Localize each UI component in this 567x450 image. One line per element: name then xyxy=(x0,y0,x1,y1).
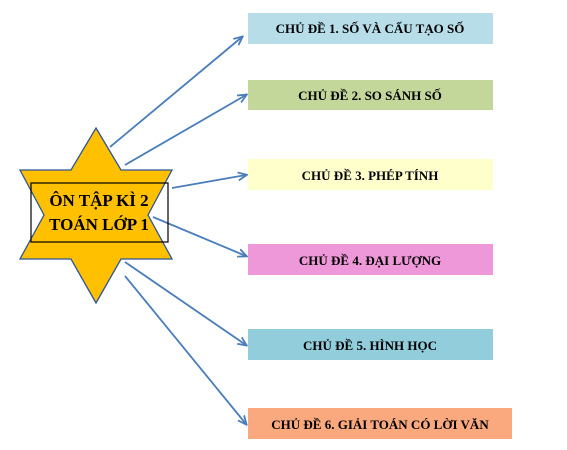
topic-4: CHỦ ĐỀ 4. ĐẠI LƯỢNG xyxy=(248,244,493,275)
center-title-line-1: ÔN TẬP KÌ 2 xyxy=(49,191,148,210)
topic-6-box xyxy=(248,408,512,439)
star-shape xyxy=(18,126,174,305)
topic-2: CHỦ ĐỀ 2. SO SÁNH SỐ xyxy=(248,80,493,110)
arrow-topic-1 xyxy=(109,37,242,148)
topic-2-label: CHỦ ĐỀ 2. SO SÁNH SỐ xyxy=(298,88,442,103)
topic-1: CHỦ ĐỀ 1. SỐ VÀ CẤU TẠO SỐ xyxy=(248,13,493,44)
topic-3: CHỦ ĐỀ 3. PHÉP TÍNH xyxy=(248,159,493,190)
topic-4-box xyxy=(248,244,493,275)
topic-3-box xyxy=(248,159,493,190)
arrow-topic-2 xyxy=(124,95,246,166)
topic-1-label: CHỦ ĐỀ 1. SỐ VÀ CẤU TẠO SỐ xyxy=(276,21,465,36)
arrow-topic-6 xyxy=(124,275,246,424)
topic-6: CHỦ ĐỀ 6. GIẢI TOÁN CÓ LỜI VĂN xyxy=(248,408,512,439)
topic-2-box xyxy=(248,80,493,110)
topic-5-box xyxy=(248,329,493,360)
topic-5: CHỦ ĐỀ 5. HÌNH HỌC xyxy=(248,329,493,360)
center-node: ÔN TẬP KÌ 2 TOÁN LỚP 1 xyxy=(18,126,174,305)
topic-3-label: CHỦ ĐỀ 3. PHÉP TÍNH xyxy=(302,168,439,183)
topic-6-label: CHỦ ĐỀ 6. GIẢI TOÁN CÓ LỜI VĂN xyxy=(271,417,489,432)
topic-5-label: CHỦ ĐỀ 5. HÌNH HỌC xyxy=(303,338,437,353)
arrow-topic-3 xyxy=(171,175,246,189)
center-title-line-2: TOÁN LỚP 1 xyxy=(49,215,149,234)
topic-1-box xyxy=(248,13,493,44)
arrow-topic-5 xyxy=(124,261,246,345)
center-label-box xyxy=(30,182,169,243)
topic-4-label: CHỦ ĐỀ 4. ĐẠI LƯỢNG xyxy=(299,253,441,268)
